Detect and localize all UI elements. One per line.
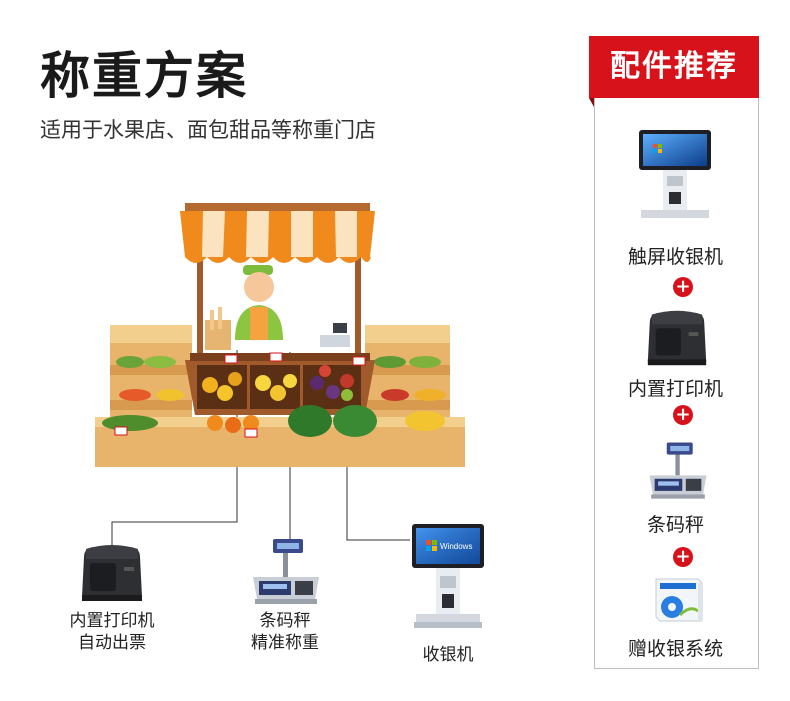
scale-thumbnail [649, 442, 707, 499]
banner-fold [589, 98, 594, 107]
page-subtitle: 适用于水果店、面包甜品等称重门店 [40, 118, 376, 142]
scale-label-line1: 条码秤 [259, 611, 311, 631]
thermal-printer-device [82, 545, 142, 601]
printer-label-line2: 自动出票 [78, 633, 146, 653]
awning [180, 203, 375, 263]
bread-basket [205, 307, 231, 350]
pos-label: 收银机 [422, 645, 474, 665]
accessory-label-3: 条码秤 [646, 514, 704, 536]
accessories-heading: 配件推荐 [589, 36, 759, 98]
accessory-label-2: 内置打印机 [627, 378, 723, 400]
touch-pos-thumbnail [639, 130, 711, 218]
plus-icon: + [673, 277, 693, 297]
printer-label: 内置打印机 自动出票 [50, 610, 174, 654]
accessory-label-1: 触屏收银机 [627, 246, 723, 268]
bottom-produce [102, 405, 445, 437]
accessory-label-4: 赠收银系统 [627, 638, 723, 660]
printer-label-line1: 内置打印机 [69, 611, 155, 631]
pos-screen-text: Windows [440, 542, 472, 551]
pos-terminal-device: Windows [412, 524, 484, 628]
plus-icon: + [673, 405, 693, 425]
page-title: 称重方案 [40, 47, 248, 105]
fruit-crates [197, 365, 361, 409]
left-shelf [110, 325, 192, 465]
barcode-scale-device [253, 539, 319, 604]
vendor [235, 265, 283, 340]
printer-thumbnail [647, 310, 707, 366]
scale-label: 条码秤 精准称重 [225, 610, 345, 654]
software-box-thumbnail [655, 578, 703, 622]
fruit-stall-illustration [95, 203, 465, 467]
scale-label-line2: 精准称重 [251, 633, 319, 653]
plus-icon: + [673, 547, 693, 567]
